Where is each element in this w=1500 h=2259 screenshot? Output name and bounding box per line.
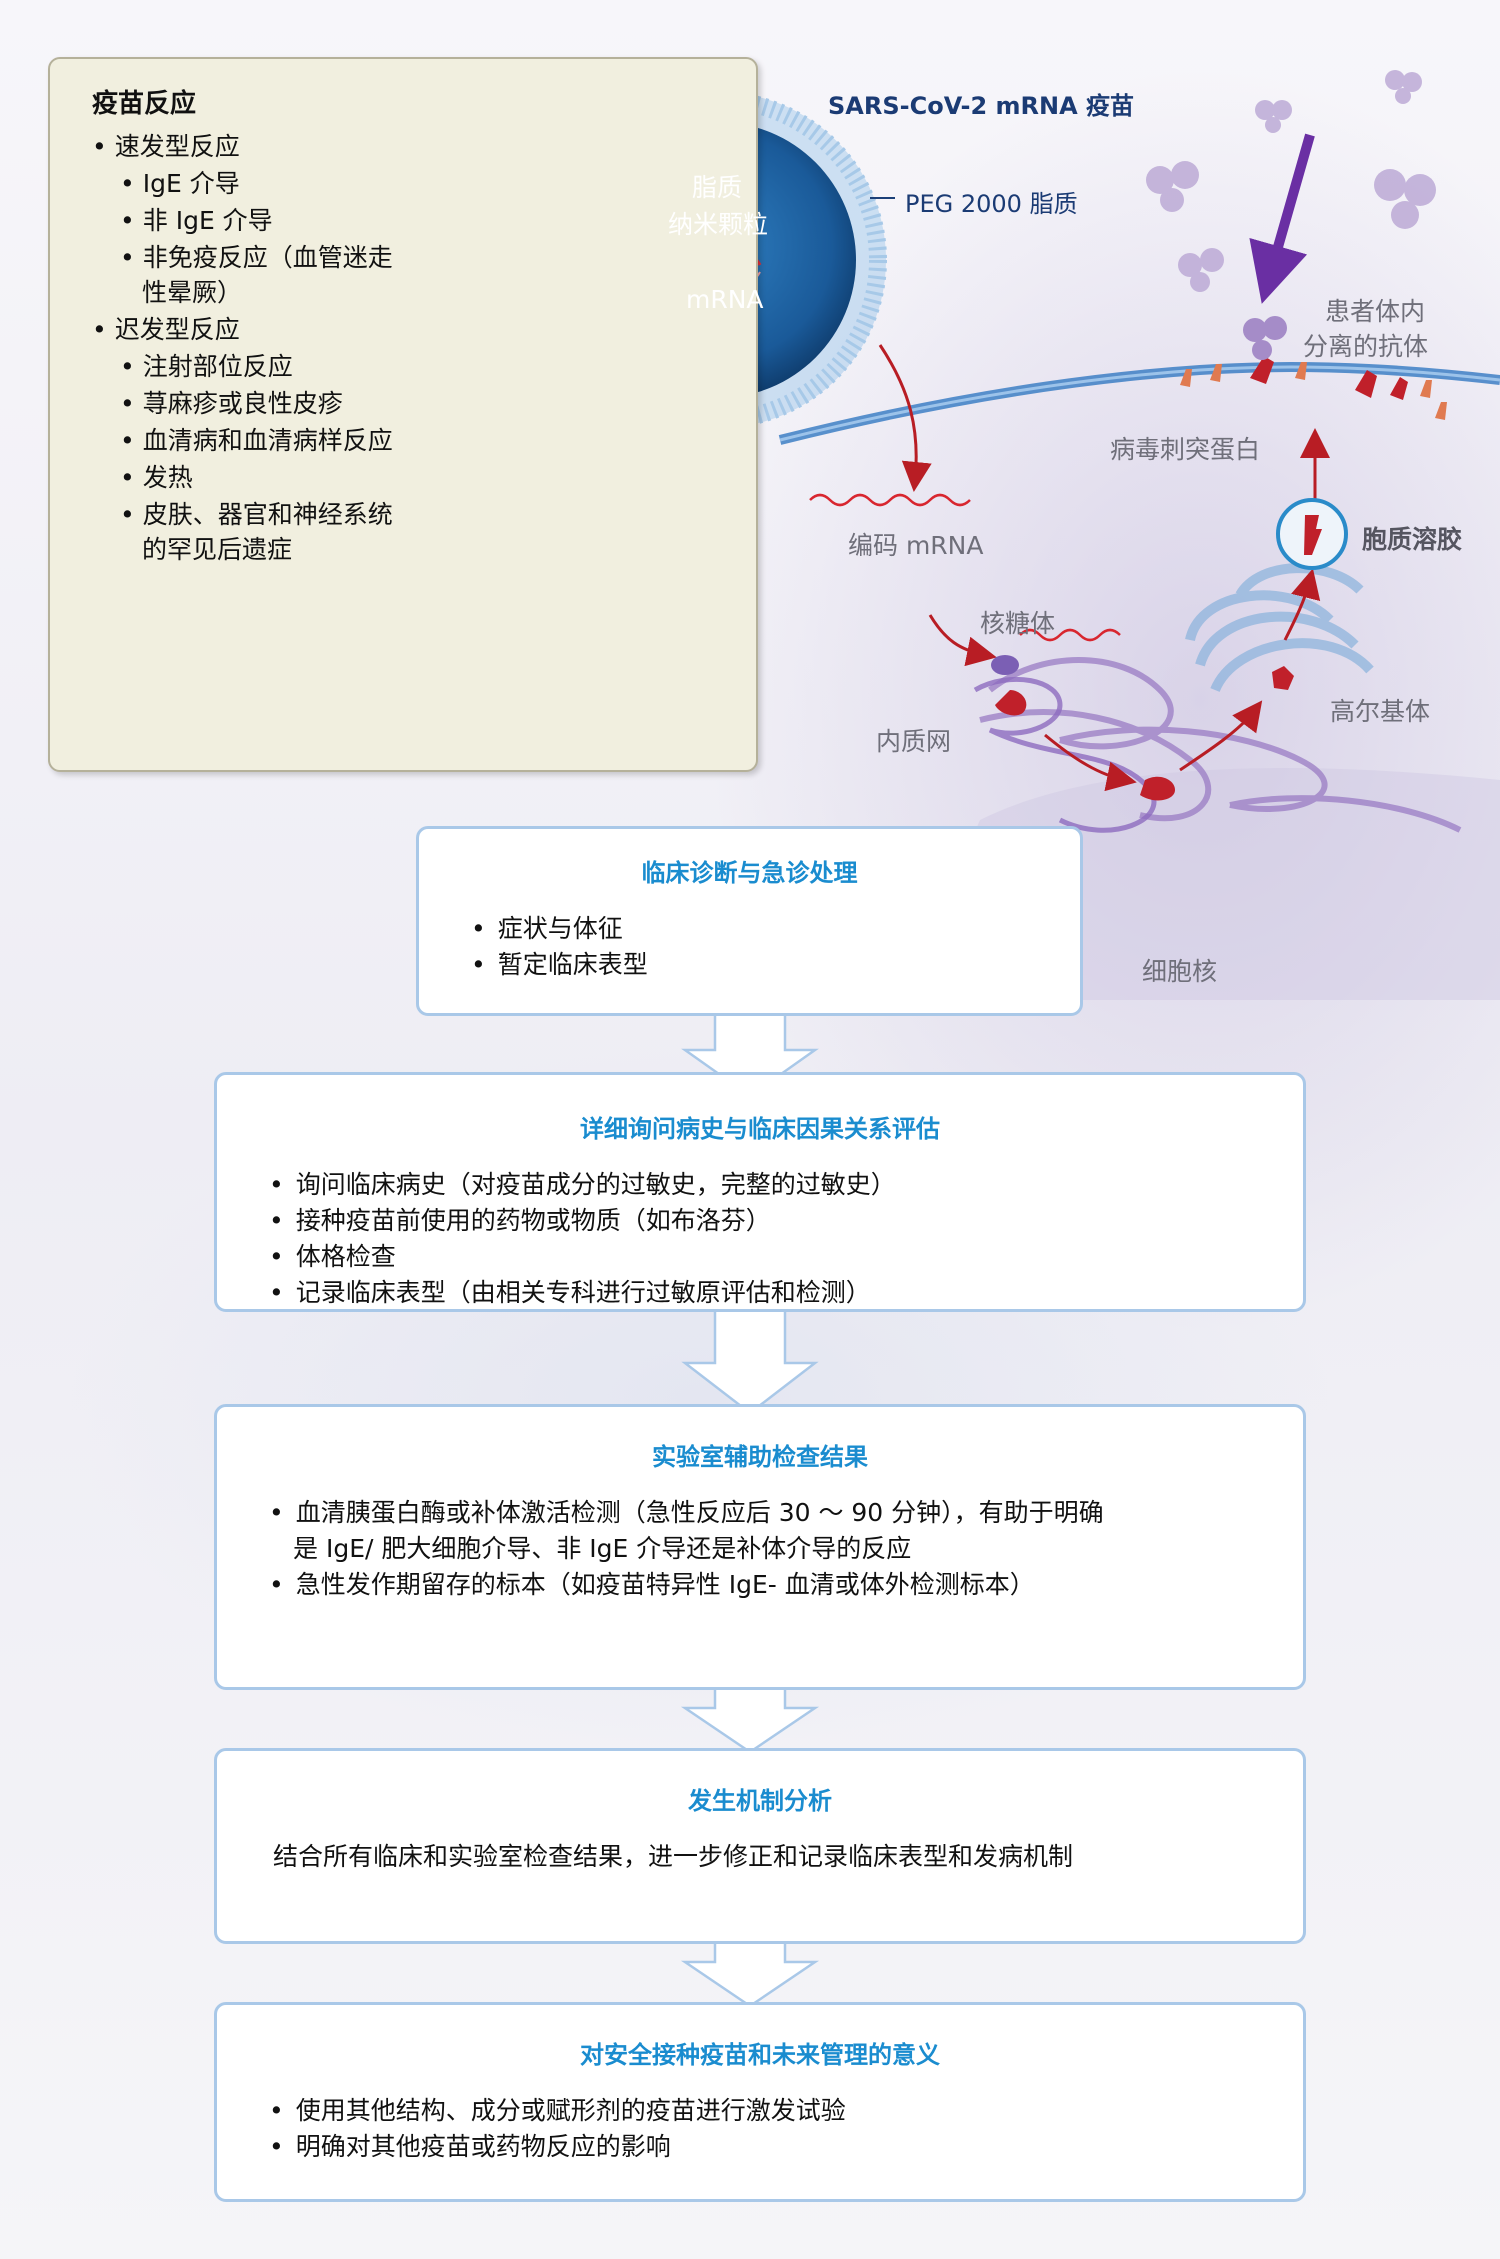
flow-step-title: 实验室辅助检查结果	[652, 1443, 868, 1471]
reaction-item: 非免疫反应（血管迷走	[120, 238, 393, 274]
antibody-label-1: 患者体内	[1325, 297, 1426, 326]
cytosol-label: 胞质溶胶	[1362, 525, 1463, 554]
flow-step-item: 明确对其他疫苗或药物反应的影响	[269, 2127, 671, 2163]
ribosome-label: 核糖体	[980, 609, 1056, 638]
reaction-item: 非 IgE 介导	[120, 201, 273, 237]
flow-step-safe-vaccination: 对安全接种疫苗和未来管理的意义 使用其他结构、成分或赋形剂的疫苗进行激发试验 明…	[214, 2002, 1306, 2202]
nanoparticle-label-1: 脂质	[692, 173, 743, 202]
flow-arrow	[680, 1688, 820, 1754]
vaccine-reaction-panel: 疫苗反应 速发型反应 IgE 介导 非 IgE 介导 非免疫反应（血管迷走 性晕…	[48, 57, 758, 772]
flow-step-item: 症状与体征	[471, 909, 623, 945]
flow-step-mechanism-analysis: 发生机制分析 结合所有临床和实验室检查结果，进一步修正和记录临床表型和发病机制	[214, 1748, 1306, 1944]
flow-step-item: 体格检查	[269, 1237, 396, 1273]
reaction-item: IgE 介导	[120, 164, 240, 200]
peg-lipid-label: PEG 2000 脂质	[905, 190, 1078, 218]
reaction-item: 速发型反应	[92, 127, 240, 163]
flow-step-title: 对安全接种疫苗和未来管理的意义	[580, 2041, 940, 2069]
nanoparticle-label-2: 纳米颗粒	[668, 210, 769, 239]
flow-step-title: 临床诊断与急诊处理	[641, 859, 858, 887]
mrna-label: mRNA	[686, 285, 764, 314]
flow-step-item-continued: 是 IgE/ 肥大细胞介导、非 IgE 介导还是补体介导的反应	[293, 1534, 912, 1563]
reaction-item: 注射部位反应	[120, 347, 293, 383]
vaccine-label: SARS-CoV-2 mRNA 疫苗	[828, 92, 1135, 120]
flow-arrow	[681, 1305, 819, 1415]
flow-step-item: 记录临床表型（由相关专科进行过敏原评估和检测）	[269, 1273, 871, 1309]
flow-step-title: 详细询问病史与临床因果关系评估	[580, 1115, 940, 1143]
reaction-item: 迟发型反应	[92, 310, 240, 346]
encoded-mrna-label: 编码 mRNA	[848, 531, 984, 560]
flow-step-laboratory-results: 实验室辅助检查结果 血清胰蛋白酶或补体激活检测（急性反应后 30 ～ 90 分钟…	[214, 1404, 1306, 1690]
spike-protein-label: 病毒刺突蛋白	[1110, 435, 1261, 464]
flow-step-title: 发生机制分析	[688, 1787, 832, 1815]
reaction-item: 发热	[120, 458, 193, 494]
golgi-label: 高尔基体	[1330, 697, 1431, 726]
flow-step-item: 结合所有临床和实验室检查结果，进一步修正和记录临床表型和发病机制	[273, 1842, 1074, 1871]
reaction-item: 血清病和血清病样反应	[120, 421, 393, 457]
reaction-item-continued: 的罕见后遗症	[142, 535, 293, 564]
nucleus-label: 细胞核	[1142, 957, 1218, 986]
flow-step-item: 血清胰蛋白酶或补体激活检测（急性反应后 30 ～ 90 分钟），有助于明确	[269, 1493, 1104, 1529]
flow-step-clinical-diagnosis: 临床诊断与急诊处理 症状与体征 暂定临床表型	[416, 826, 1083, 1016]
flow-step-item: 使用其他结构、成分或赋形剂的疫苗进行激发试验	[269, 2091, 846, 2127]
flow-step-history-assessment: 详细询问病史与临床因果关系评估 询问临床病史（对疫苗成分的过敏史，完整的过敏史）…	[214, 1072, 1306, 1312]
flow-step-item: 急性发作期留存的标本（如疫苗特异性 IgE- 血清或体外检测标本）	[269, 1565, 1035, 1601]
antibody-label-2: 分离的抗体	[1303, 332, 1429, 361]
flow-step-item: 询问临床病史（对疫苗成分的过敏史，完整的过敏史）	[269, 1165, 896, 1201]
er-label: 内质网	[876, 727, 952, 756]
panel-title: 疫苗反应	[92, 89, 197, 119]
reaction-item-continued: 性晕厥）	[142, 278, 243, 307]
reaction-item: 皮肤、器官和神经系统	[120, 495, 393, 531]
flow-arrow	[680, 1942, 820, 2008]
flow-step-item: 暂定临床表型	[471, 945, 648, 981]
reaction-item: 荨麻疹或良性皮疹	[120, 384, 343, 420]
flow-step-item: 接种疫苗前使用的药物或物质（如布洛芬）	[269, 1201, 771, 1237]
